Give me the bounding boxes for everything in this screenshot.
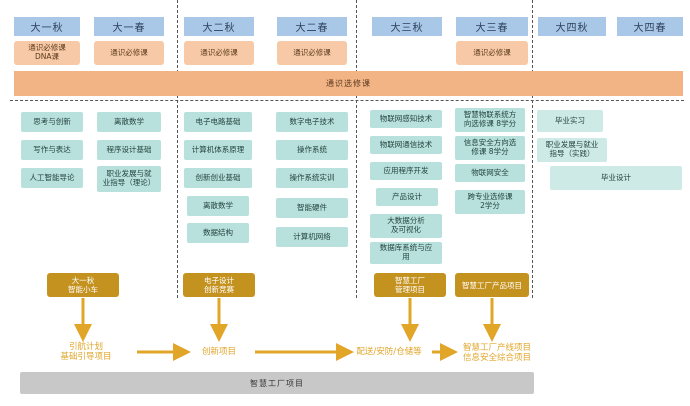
course-y2-spring-1: 数字电子技术 — [276, 112, 348, 132]
divider-horizontal — [10, 100, 684, 101]
course-y1-fall-3: 人工智能导论 — [21, 168, 83, 188]
course-y3-spring-1: 智慧物联系统方 向选修课 8学分 — [455, 108, 525, 132]
course-y3-fall-1: 物联网感知技术 — [370, 110, 442, 128]
course-y2-spring-3: 操作系统实训 — [276, 168, 348, 188]
semester-y2-spring: 大二春 — [277, 17, 347, 36]
course-y1-fall-1: 思考与创新 — [21, 112, 83, 132]
course-y3-spring-2: 信息安全方向选 修课 8学分 — [455, 136, 525, 160]
course-y1-spring-3: 职业发展与就 业指导（理论） — [97, 166, 161, 192]
course-y3-spring-3: 物联网安全 — [455, 164, 525, 182]
course-y3-fall-6: 数据库系统与应 用 — [370, 242, 442, 264]
bottom-project-bar: 智慧工厂项目 — [20, 372, 534, 394]
semester-y1-spring: 大一春 — [94, 17, 164, 36]
course-y2-fall-5: 数据结构 — [187, 223, 249, 243]
flow-final: 智慧工厂产线项目 信息安全综合项目 — [462, 342, 531, 363]
course-y2-fall-2: 计算机体系原理 — [184, 140, 252, 160]
divider-y3-y4 — [532, 0, 533, 298]
course-y1-spring-2: 程序设计基础 — [97, 140, 161, 160]
required-y2-spring: 通识必修课 — [277, 41, 347, 65]
semester-y1-fall: 大一秋 — [14, 17, 80, 36]
course-y1-fall-2: 写作与表达 — [21, 140, 83, 160]
course-y2-spring-4: 智能硬件 — [276, 198, 348, 218]
flow-start: 引航计划 基础引导项目 — [60, 341, 112, 362]
course-y3-spring-4: 跨专业选修课 2学分 — [455, 190, 525, 214]
course-y3-fall-5: 大数据分析 及可视化 — [370, 214, 442, 238]
project-y2: 电子设计 创新竞赛 — [183, 273, 255, 297]
course-y2-spring-2: 操作系统 — [276, 140, 348, 160]
course-y4-thesis: 毕业设计 — [550, 166, 682, 190]
required-y2-fall: 通识必修课 — [184, 41, 254, 65]
flow-innovation: 创新项目 — [201, 346, 236, 357]
course-y1-spring-1: 离散数学 — [97, 112, 161, 132]
semester-y3-spring: 大三春 — [456, 17, 528, 36]
course-y3-fall-3: 应用程序开发 — [370, 162, 442, 180]
semester-y4-fall: 大四秋 — [538, 17, 606, 36]
course-y2-fall-4: 离散数学 — [187, 196, 249, 216]
semester-y4-spring: 大四春 — [617, 17, 683, 36]
course-y4-career-practice: 职业发展与就业 指导（实践） — [537, 138, 607, 162]
required-y1-spring: 通识必修课 — [94, 41, 164, 65]
divider-y1-y2 — [177, 0, 178, 298]
course-y4-internship: 毕业实习 — [537, 110, 603, 132]
course-y2-spring-5: 计算机网络 — [276, 227, 348, 247]
project-y3-spring: 智慧工厂产品项目 — [455, 273, 529, 297]
semester-y2-fall: 大二秋 — [184, 17, 254, 36]
required-y1-fall: 通识必修课 DNA课 — [14, 41, 80, 65]
course-y3-fall-4: 产品设计 — [376, 188, 438, 206]
course-y2-fall-3: 创新创业基础 — [184, 168, 252, 188]
flow-distribution: 配送/安防/仓储等 — [356, 346, 422, 357]
required-y3-spring: 通识必修课 — [456, 41, 528, 65]
course-y3-fall-2: 物联网通信技术 — [370, 136, 442, 154]
course-y2-fall-1: 电子电路基础 — [184, 112, 252, 132]
general-elective-band: 通识选修课 — [14, 71, 683, 96]
semester-y3-fall: 大三秋 — [372, 17, 442, 36]
divider-y2-y3 — [356, 0, 357, 298]
project-y3-fall: 智慧工厂 管理项目 — [374, 273, 446, 297]
project-y1: 大一秋 智能小车 — [47, 273, 119, 297]
